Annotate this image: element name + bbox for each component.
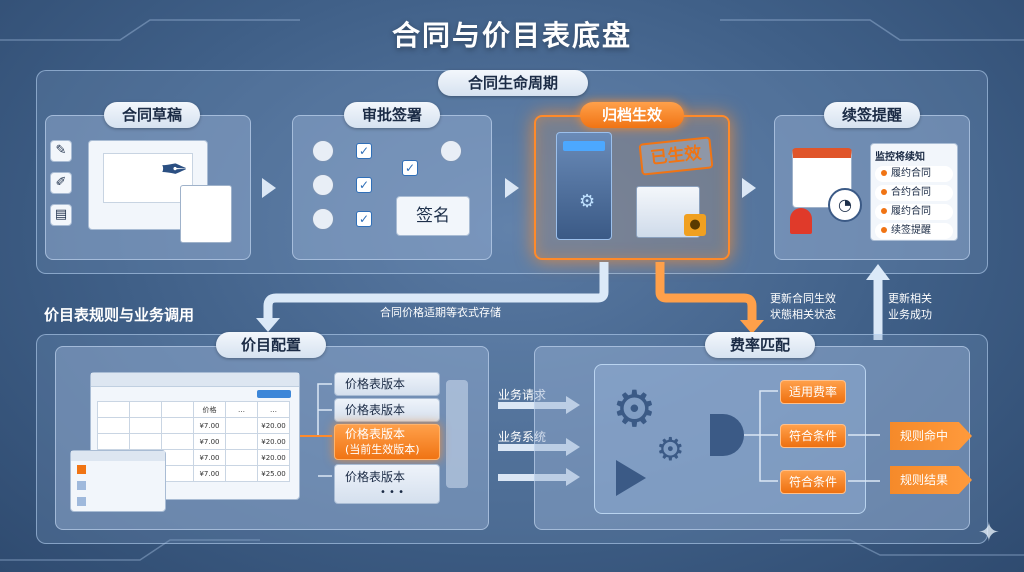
arrow-right-icon — [262, 178, 276, 198]
notify-item[interactable]: 履约合同 — [875, 166, 953, 182]
config-label: 价目配置 — [216, 332, 326, 358]
table-action-button[interactable] — [257, 390, 291, 398]
arrow-right-icon — [742, 178, 756, 198]
user-avatar-icon — [440, 140, 462, 162]
checkbox-icon[interactable]: ✓ — [356, 211, 372, 227]
server-icon: ⚙ — [556, 132, 612, 240]
version-item[interactable]: 价格表版本 • • • — [334, 464, 440, 504]
user-avatar-icon — [312, 208, 334, 230]
arrow-right-icon — [505, 178, 519, 198]
version-stack-shadow — [446, 380, 468, 488]
checkbox-icon[interactable]: ✓ — [402, 160, 418, 176]
rules-label: 价目表规则与业务调用 — [44, 306, 195, 324]
version-item[interactable]: 价格表版本 — [334, 398, 440, 422]
clock-icon: ◔ — [828, 188, 862, 222]
notify-item-label: 履约合同 — [891, 168, 931, 179]
draft-stage-label: 合同草稿 — [104, 102, 200, 128]
checklist-window — [70, 450, 166, 512]
version-item-current[interactable]: 价格表版本 (当前生效版本) — [334, 424, 440, 460]
notify-item-label: 续签提醒 — [891, 225, 931, 236]
output-result: 规则结果 — [890, 466, 972, 494]
table-cell: ¥25.00 — [257, 465, 290, 482]
user-avatar-icon — [312, 140, 334, 162]
user-avatar-icon — [312, 174, 334, 196]
rate-apply[interactable]: 适用费率 — [780, 380, 846, 404]
table-toolbar — [91, 387, 299, 401]
notify-title: 监控将续知 — [875, 152, 925, 163]
rate-condition[interactable]: 符合条件 — [780, 424, 846, 448]
table-row[interactable]: ¥7.00 ¥20.00 — [97, 433, 290, 450]
table-header-cell: 价格 — [193, 401, 226, 418]
checkbox-icon[interactable] — [77, 497, 86, 506]
window-titlebar — [91, 373, 299, 387]
gear-icon: ⚙ — [656, 430, 685, 468]
fountain-pen-icon: ✒ — [160, 150, 189, 190]
success-note: 更新相关 — [888, 292, 932, 305]
draft-toolbar: ✎ ✐ ▤ — [50, 140, 72, 226]
checklist — [77, 465, 159, 509]
version-item[interactable]: 价格表版本 — [334, 372, 440, 396]
renew-stage-label: 续签提醒 — [824, 102, 920, 128]
contract-page — [103, 153, 193, 203]
alarm-icon — [790, 208, 812, 234]
table-header-cell: … — [225, 401, 258, 418]
store-note: 合同价格适期等衣式存储 — [380, 306, 501, 319]
stacked-papers-icon — [180, 185, 232, 243]
checked-box-icon[interactable] — [77, 465, 86, 474]
checkbox-icon[interactable] — [77, 481, 86, 490]
table-header-cell — [97, 401, 130, 418]
rate-condition[interactable]: 符合条件 — [780, 470, 846, 494]
gear-icon: ⚙ — [612, 380, 657, 438]
table-cell: ¥7.00 — [193, 465, 226, 482]
notify-item[interactable]: 合约合同 — [875, 185, 953, 201]
success-note: 业务成功 — [888, 308, 932, 321]
lifecycle-label: 合同生命周期 — [438, 70, 588, 96]
table-cell: ¥20.00 — [257, 417, 290, 434]
approve-stage-label: 审批签署 — [344, 102, 440, 128]
pen-icon[interactable]: ✐ — [50, 172, 72, 194]
table-cell: ¥20.00 — [257, 433, 290, 450]
update-note: 更新合同生效 — [770, 292, 836, 305]
page-title: 合同与价目表底盘 — [391, 19, 632, 52]
table-cell: ¥20.00 — [257, 449, 290, 466]
checkbox-icon[interactable]: ✓ — [356, 177, 372, 193]
checkbox-icon[interactable]: ✓ — [356, 143, 372, 159]
table-row[interactable]: ¥7.00 ¥20.00 — [97, 417, 290, 434]
notify-item-label: 合约合同 — [891, 187, 931, 198]
update-note: 状態相关状态 — [770, 308, 836, 321]
notify-card: 监控将续知 履约合同 合约合同 履约合同 续签提醒 — [870, 143, 958, 241]
signature-box[interactable]: 签名 — [396, 196, 470, 236]
output-hit: 规则命中 — [890, 422, 972, 450]
notify-item[interactable]: 续签提醒 — [875, 223, 953, 239]
sparkle-icon: ✦ — [978, 518, 1000, 548]
archive-stage-label: 归档生效 — [580, 102, 684, 128]
window-titlebar — [71, 451, 165, 461]
match-label: 费率匹配 — [705, 332, 815, 358]
more-indicator: • • • — [379, 487, 405, 498]
file-icon[interactable]: ▤ — [50, 204, 72, 226]
notify-item[interactable]: 履约合同 — [875, 204, 953, 220]
version-status: (当前生效版本) — [345, 443, 420, 456]
edit-doc-icon[interactable]: ✎ — [50, 140, 72, 162]
version-name: 价格表版本 — [345, 470, 406, 484]
calendar-icon — [792, 148, 852, 208]
lock-icon: ● — [684, 214, 706, 236]
notify-item-label: 履约合同 — [891, 206, 931, 217]
logic-gate-icon — [710, 414, 744, 456]
version-name: 价格表版本 — [345, 427, 406, 441]
